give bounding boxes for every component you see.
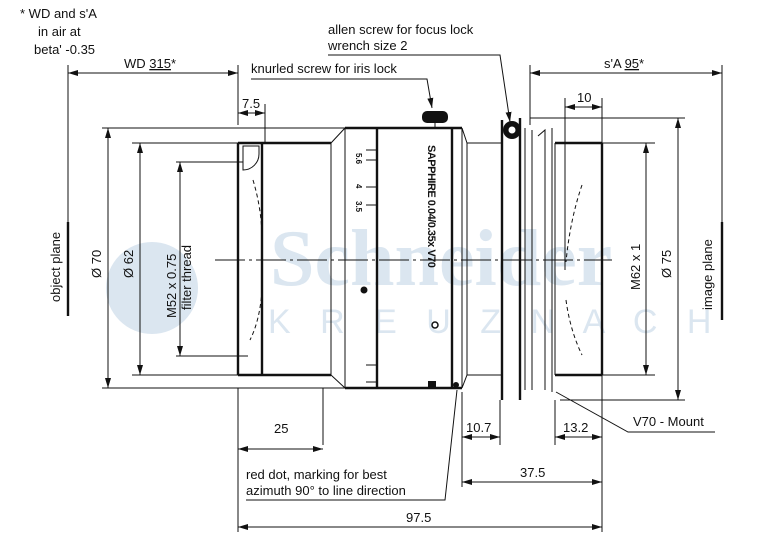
scale-4: 4 [354,184,363,189]
dia-62-label: Ø 62 [121,250,136,278]
d10-7-label: 10.7 [466,420,491,435]
front-ring-label: 7.5 [242,96,260,111]
watermark-logo-circle [106,242,198,334]
filter-thread-label2: filter thread [179,245,194,310]
image-plane-label: image plane [700,239,715,310]
aperture-scale: 5.6 4 3.5 [354,149,377,383]
focus-dot [431,321,439,329]
dia-75-label: Ø 75 [659,250,674,278]
filter-thread-label1: M52 x 0.75 [164,254,179,318]
wd-note-line2: in air at [38,24,81,39]
d25-label: 25 [274,421,288,436]
allen-screw-line1: allen screw for focus lock [328,22,474,37]
marking-block [428,381,436,388]
mount-leader [555,391,715,433]
knurled-screw-leader [251,78,434,109]
lens-engraving: SAPPHIRE 0.04/0.35x V70 [425,145,437,268]
red-dot-note-line2: azimuth 90° to line direction [246,483,406,498]
rear-thread-label: M62 x 1 [628,244,643,290]
allen-screw-leader [328,54,512,123]
watermark-brand: Schneider [270,215,612,303]
watermark-sub: K R E U Z N A C H [268,303,721,341]
rear-10-label: 10 [577,90,591,105]
sa-dimension-label: s'A 95* [604,56,644,71]
object-plane-label: object plane [48,232,63,302]
wd-note-line3: beta' -0.35 [34,42,95,57]
knurled-screw-label: knurled screw for iris lock [251,61,397,76]
red-dot-marker [453,382,459,388]
iris-dot [360,286,368,294]
knurled-screw-icon [422,111,448,123]
red-dot-note-line1: red dot, marking for best [246,467,387,482]
d37-5-label: 37.5 [520,465,545,480]
wd-note-line1: * WD and s'A [20,6,97,21]
dia-70-label: Ø 70 [89,250,104,278]
scale-5-6: 5.6 [354,153,363,165]
d13-2-label: 13.2 [563,420,588,435]
mount-label: V70 - Mount [633,414,704,429]
allen-screw-line2: wrench size 2 [327,38,407,53]
d97-5-label: 97.5 [406,510,431,525]
scale-3-5: 3.5 [354,201,363,213]
red-dot-leader [246,389,458,501]
wd-dimension-label: WD 315* [124,56,176,71]
